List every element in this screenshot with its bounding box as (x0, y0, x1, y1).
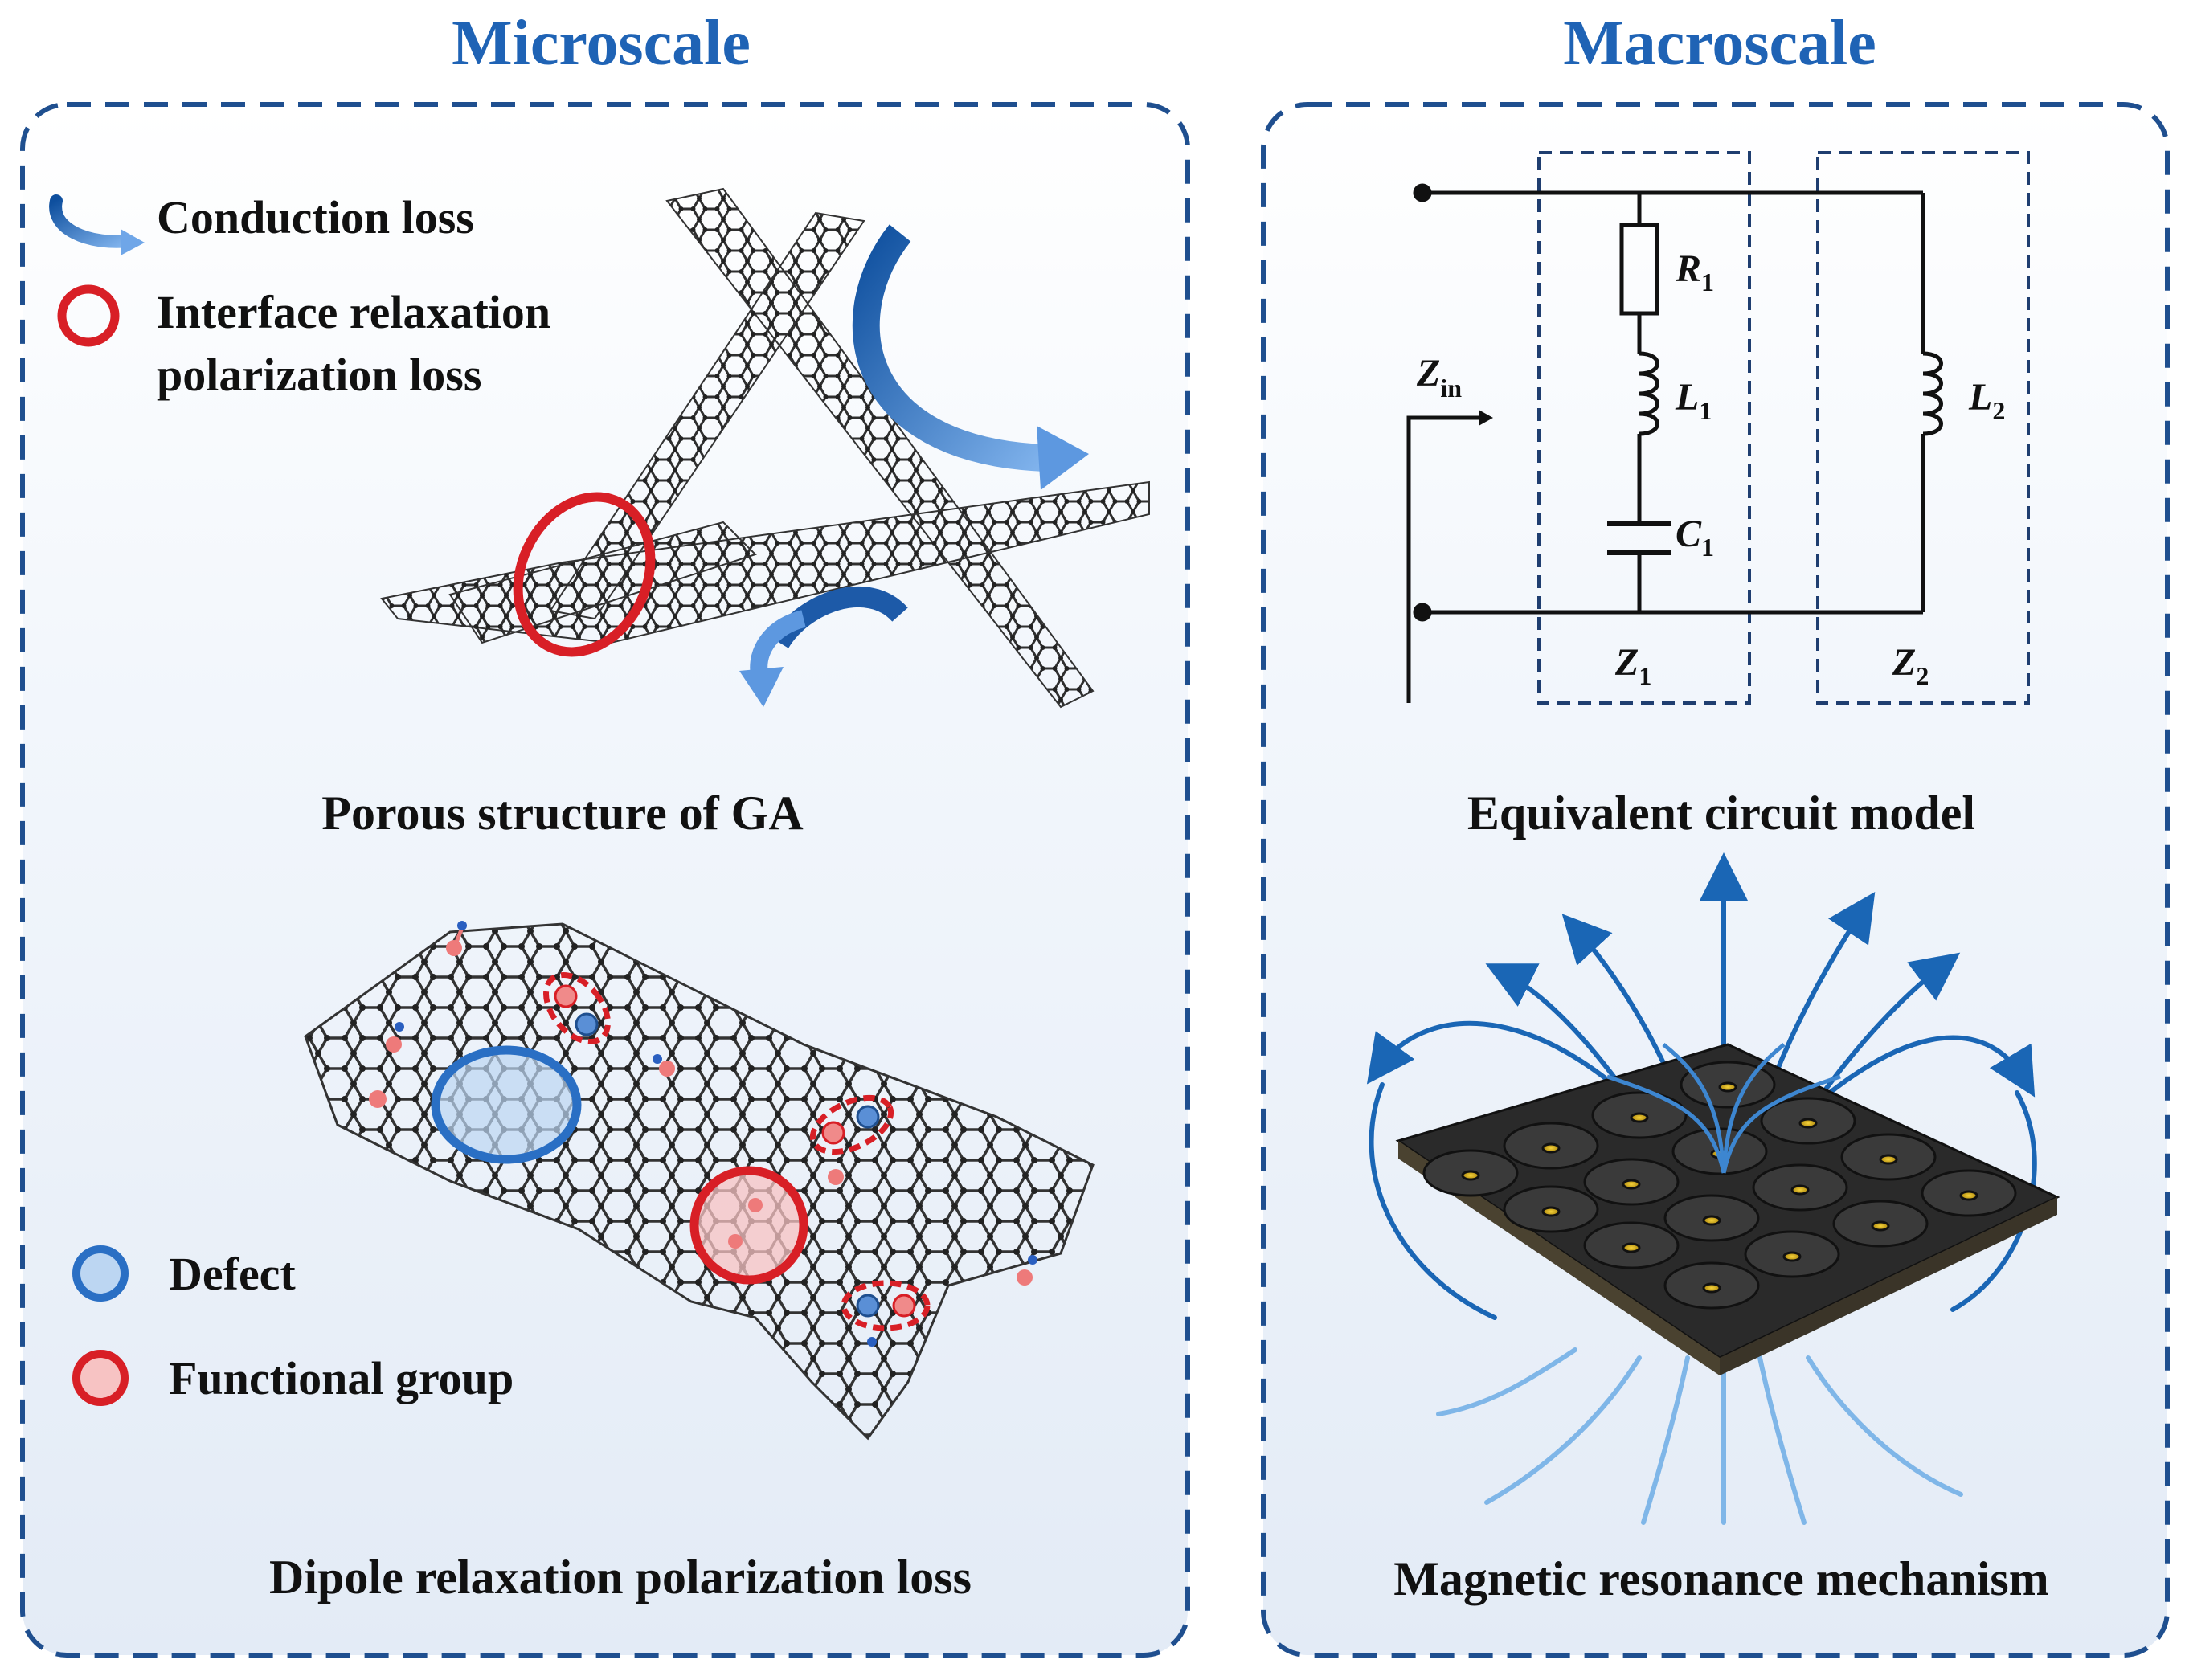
field-lines-below (1436, 1347, 1963, 1525)
magnetic-resonance-caption: Magnetic resonance mechanism (1393, 1552, 2048, 1605)
terminal-top (1413, 183, 1432, 202)
zin-label: Zin (1416, 352, 1462, 403)
zin-arrow (1406, 415, 1479, 703)
conduction-loss-label: Conduction loss (157, 191, 474, 243)
dipole-pair (809, 1094, 894, 1155)
equivalent-circuit (1406, 151, 2030, 705)
interface-relaxation-label-line1: Interface relaxation (157, 286, 550, 338)
conduction-arrow (852, 224, 1089, 490)
z1-box (1537, 151, 1751, 705)
dipole-pair (543, 971, 611, 1045)
inductor-l1 (1639, 351, 1659, 436)
r1-label: R1 (1675, 247, 1714, 296)
conduction-loss-icon (49, 194, 145, 255)
interface-relaxation-label-line2: polarization loss (157, 349, 481, 401)
defect-icon (72, 1245, 129, 1302)
macroscale-panel (1261, 102, 2170, 1658)
conduction-arrow (739, 586, 908, 707)
microscale-heading: Microscale (452, 8, 751, 79)
z2-label: Z2 (1892, 641, 1929, 690)
dipole-relaxation-caption: Dipole relaxation polarization loss (269, 1551, 972, 1604)
defect-ring (431, 1045, 582, 1164)
porous-structure-caption: Porous structure of GA (321, 787, 803, 840)
circuit-caption: Equivalent circuit model (1467, 787, 1975, 840)
inductor-l2 (1922, 351, 1943, 436)
interface-highlight-ring (513, 492, 656, 657)
l2-label: L2 (1968, 376, 2005, 425)
interface-relaxation-icon (57, 284, 120, 347)
macroscale-heading: Macroscale (1563, 8, 1876, 79)
c1-label: C1 (1676, 513, 1714, 562)
l1-label: L1 (1675, 376, 1712, 425)
functional-group-label: Functional group (169, 1352, 514, 1404)
field-lines-converging (1606, 1043, 1841, 1174)
terminal-bottom (1413, 603, 1432, 622)
z1-label: Z1 (1614, 641, 1651, 690)
defect-label: Defect (169, 1248, 296, 1300)
z2-box (1816, 151, 2030, 705)
dipole-pair (841, 1280, 931, 1331)
functional-group-icon (72, 1350, 129, 1406)
functional-group-ring (689, 1166, 808, 1285)
macroscale-frame (1261, 102, 2170, 1658)
functional-group-atoms (369, 921, 1037, 1347)
